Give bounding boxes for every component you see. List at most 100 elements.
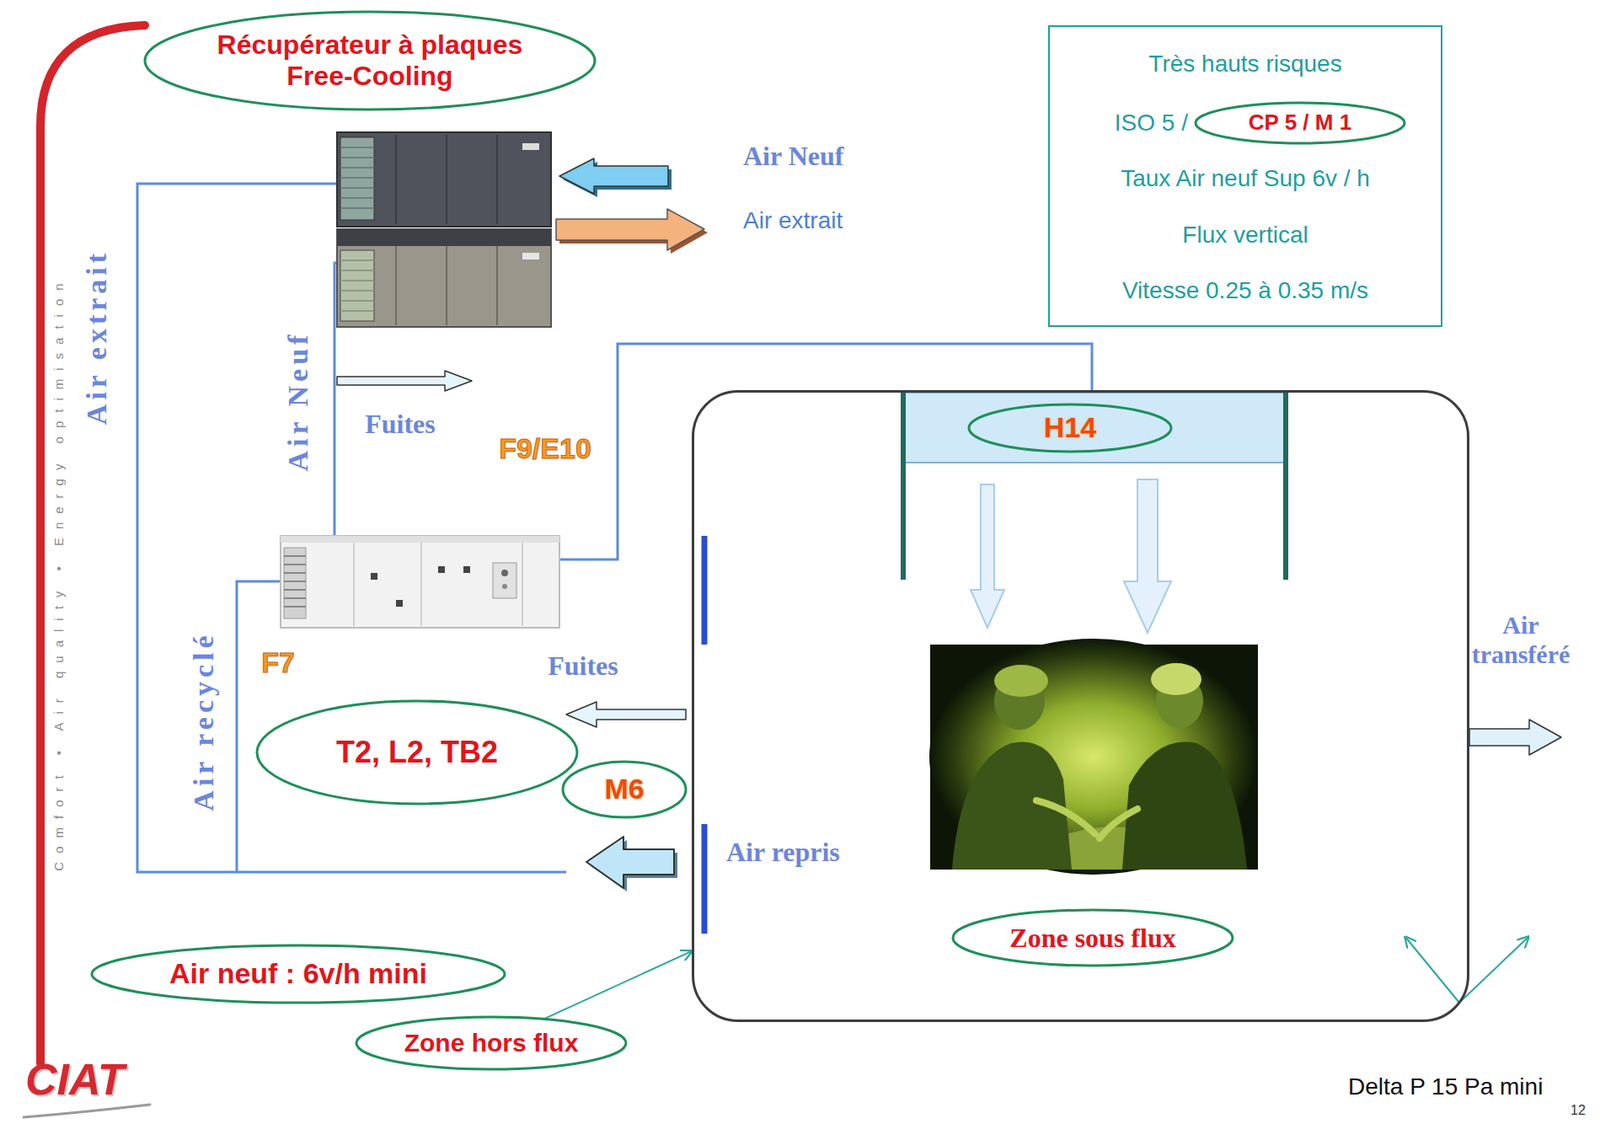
air-handling-unit — [395, 599, 403, 607]
flow-label: Air extrait — [743, 207, 843, 235]
ellipse-outline — [91, 945, 505, 1003]
air-handling-unit — [280, 535, 560, 628]
filter-grade: F9/E10 — [498, 432, 592, 466]
callout-text: Air neuf : 6v/h mini — [169, 957, 428, 990]
pressure-note: Delta P 15 Pa mini — [1348, 1073, 1543, 1101]
page-number: 12 — [1570, 1102, 1586, 1119]
air-handling-unit — [283, 556, 306, 607]
duct-line — [137, 183, 567, 873]
zone-callout: Zone hors flux — [354, 1015, 628, 1071]
leader-arrow — [545, 951, 692, 1019]
risk-class-box: Très hauts risquesISO 5 / Taux Air neuf S… — [1048, 25, 1443, 327]
filter-grade: F7 — [261, 646, 295, 680]
air-handling-unit — [283, 547, 306, 619]
airflow-callout: Air neuf : 6v/h mini — [90, 943, 507, 1005]
laminar-flow-arrow — [1123, 479, 1172, 633]
air-handling-unit — [340, 260, 375, 311]
operating-room: Air repris H14Zone sous flux — [691, 390, 1470, 1023]
ellipse-outline — [356, 1016, 627, 1070]
air-handling-unit — [340, 147, 375, 209]
surgery-photo — [929, 638, 1258, 875]
ellipse-outline — [952, 909, 1233, 966]
filter-callout: T2, L2, TB2 — [255, 699, 579, 806]
air-handling-unit — [395, 246, 498, 326]
flow-arrow — [566, 701, 686, 728]
flow-arrow — [559, 158, 669, 194]
callout-text: M6 — [604, 772, 644, 806]
surgery-photo — [929, 638, 1258, 875]
air-handling-unit — [492, 562, 517, 599]
filter-plenum — [903, 392, 1286, 580]
air-handling-unit — [395, 134, 498, 225]
air-handling-unit — [501, 569, 509, 577]
leak-label: Fuites — [547, 650, 619, 682]
surgery-photo — [994, 664, 1049, 697]
duct-label: Air extrait — [80, 249, 113, 425]
air-handling-unit — [522, 143, 540, 150]
wall-grille — [701, 535, 708, 645]
node-text: ISO 5 / — [1114, 109, 1188, 137]
air-handling-unit — [337, 229, 552, 327]
air-handling-unit — [337, 229, 552, 247]
flow-arrow — [337, 158, 1562, 892]
leader-line — [1405, 936, 1529, 1003]
laminar-flow-arrow — [970, 479, 1172, 633]
node-text: Flux vertical — [1182, 221, 1308, 249]
callout-text: T2, L2, TB2 — [336, 734, 498, 770]
air-handling-unit — [353, 542, 523, 627]
air-handling-unit — [502, 583, 508, 589]
node-text: Taux Air neuf Sup 6v / h — [1120, 165, 1370, 193]
watermark: Comfort • Air quality • Energy optimisat… — [51, 274, 66, 871]
air-handling-unit — [370, 572, 378, 580]
callout-text: Zone hors flux — [404, 1028, 579, 1059]
callout-text: Zone sous flux — [1009, 922, 1176, 954]
node-text: Air repris — [726, 836, 841, 868]
filter-callout: M6 — [561, 759, 688, 819]
duct-label: Air recyclé — [187, 631, 220, 811]
brand-curve — [40, 25, 145, 1064]
ellipse-outline — [968, 404, 1172, 452]
callout-text: CP 5 / M 1 — [1248, 110, 1352, 136]
air-handling-unit — [438, 566, 445, 573]
node-text: Vitesse 0.25 à 0.35 m/s — [1122, 277, 1369, 305]
air-handling-unit — [522, 252, 540, 260]
leader-line — [1459, 936, 1529, 1003]
callout-text: Récupérateur à plaques Free-Cooling — [192, 29, 547, 92]
flow-arrow — [586, 836, 675, 889]
flow-arrow — [1469, 719, 1562, 755]
surgery-photo — [1122, 742, 1247, 870]
zone-callout: Zone sous flux — [951, 908, 1235, 968]
filter-callout: H14 — [967, 402, 1173, 454]
surgery-photo — [1036, 800, 1138, 839]
surgery-photo — [1150, 663, 1202, 696]
logo-swoosh — [23, 1104, 150, 1118]
ellipse-outline — [562, 761, 686, 818]
leak-label: Fuites — [364, 408, 436, 440]
air-handling-unit — [337, 132, 552, 227]
duct-line — [236, 581, 281, 873]
air-handling-unit — [463, 566, 471, 573]
flow-arrow — [337, 370, 472, 391]
flow-arrow — [556, 208, 705, 251]
class-callout: CP 5 / M 1 — [1193, 101, 1407, 145]
flow-label: Air transféré — [1461, 610, 1580, 669]
air-handling-unit — [340, 250, 375, 322]
wall-grille — [701, 535, 708, 934]
filter-plenum — [903, 392, 1286, 580]
filter-plenum — [903, 392, 1286, 463]
air-handling-unit — [337, 132, 552, 327]
leader-line — [1405, 936, 1460, 1003]
callout-text: H14 — [1043, 411, 1097, 445]
laminar-flow-arrow — [970, 484, 1005, 628]
equipment-callout: Récupérateur à plaques Free-Cooling — [143, 10, 597, 112]
wall-grille — [701, 824, 708, 934]
ellipse-outline — [256, 701, 578, 804]
logo-swoosh — [23, 1104, 150, 1118]
brand-curve — [40, 25, 145, 1064]
flow-label: Air Neuf — [743, 140, 844, 172]
air-handling-unit — [340, 137, 375, 220]
node-text: Très hauts risques — [1148, 50, 1342, 78]
air-handling-unit — [280, 535, 560, 543]
ellipse-outline — [144, 11, 595, 110]
